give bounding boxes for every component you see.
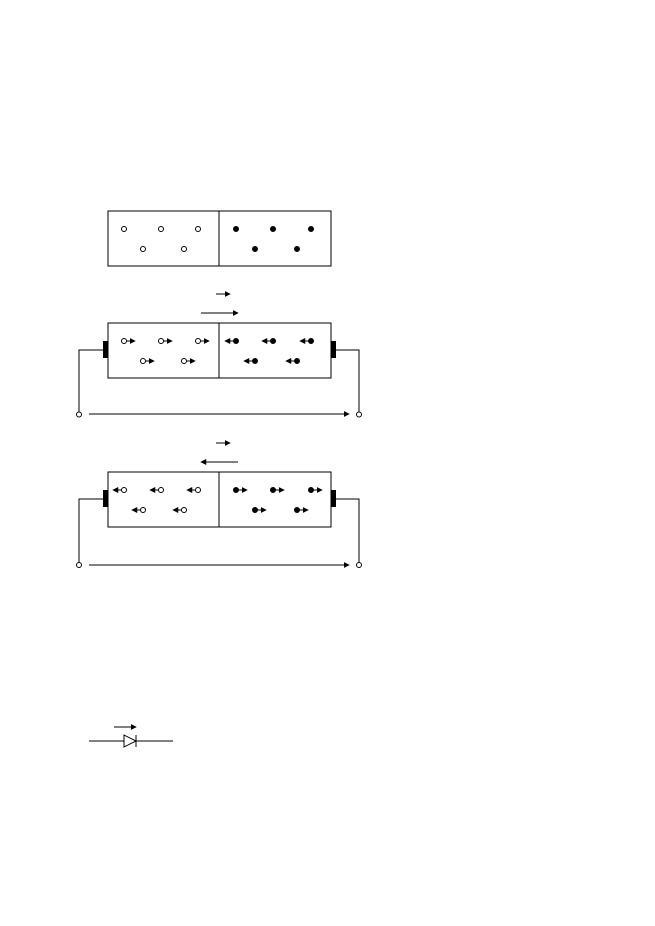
- hole: [140, 507, 146, 513]
- panel-reverse-bias: [76, 440, 362, 568]
- external-circuit: [76, 349, 362, 418]
- hole: [121, 487, 127, 493]
- electron: [233, 487, 239, 493]
- electron: [294, 358, 300, 364]
- hole: [158, 226, 164, 232]
- p-region-holes: [121, 226, 201, 252]
- right-terminal: [356, 411, 362, 418]
- electron: [252, 507, 258, 513]
- hole: [181, 358, 187, 364]
- n-region-electrons-moving-right: [233, 487, 323, 513]
- p-region-holes-moving-right: [121, 338, 210, 364]
- hole: [181, 246, 187, 252]
- electron: [308, 487, 314, 493]
- hole: [121, 226, 127, 232]
- p-region-holes-moving-left: [112, 487, 201, 513]
- n-region-electrons-moving-left: [224, 338, 314, 364]
- right-electrode: [331, 341, 336, 358]
- hole: [158, 487, 164, 493]
- left-electrode: [103, 341, 108, 358]
- right-lead-wire: [336, 498, 360, 562]
- n-region-electrons: [233, 226, 314, 252]
- right-terminal: [356, 562, 362, 568]
- electron: [294, 246, 300, 252]
- electron: [252, 246, 258, 252]
- electron: [308, 226, 314, 232]
- electron: [270, 487, 276, 493]
- hole: [195, 226, 201, 232]
- left-electrode: [103, 490, 108, 507]
- hole: [140, 358, 146, 364]
- electron: [308, 338, 314, 344]
- hole: [158, 338, 164, 344]
- electron: [252, 358, 258, 364]
- right-electrode: [331, 490, 336, 507]
- electron: [270, 338, 276, 344]
- hole: [195, 487, 201, 493]
- left-lead-wire: [78, 349, 103, 412]
- hole: [195, 338, 201, 344]
- hole: [140, 246, 146, 252]
- external-circuit: [76, 498, 362, 568]
- right-lead-wire: [336, 349, 360, 412]
- electron: [233, 338, 239, 344]
- diode-symbol-icon: [89, 724, 173, 748]
- diode-triangle: [123, 734, 138, 748]
- hole: [121, 338, 127, 344]
- left-terminal: [76, 411, 82, 418]
- left-terminal: [76, 562, 82, 568]
- electron: [294, 507, 300, 513]
- panel-forward-bias: [76, 291, 362, 418]
- hole: [181, 507, 187, 513]
- electron: [233, 226, 239, 232]
- left-lead-wire: [78, 498, 103, 562]
- panel-unbiased: [107, 210, 332, 267]
- electron: [270, 226, 276, 232]
